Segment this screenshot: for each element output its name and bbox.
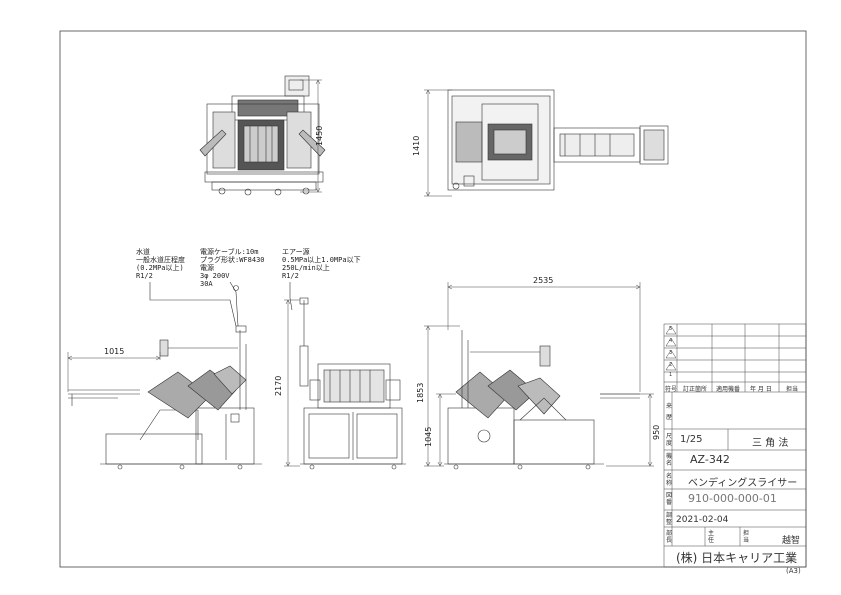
dim-overall-width-label: 2535 xyxy=(533,276,554,285)
dim-total-height xyxy=(284,299,300,467)
charge-name: 越智 xyxy=(782,536,801,546)
dim-total-height-label: 2170 xyxy=(274,375,283,396)
machine-name: ベンディングスライサー xyxy=(688,478,798,489)
dim-height-right xyxy=(600,393,654,467)
title-block-grid xyxy=(663,323,807,568)
name-label: 名 称 xyxy=(666,473,673,487)
dim-height-mid-label: 1853 xyxy=(416,382,425,403)
dim-height-mid xyxy=(424,325,460,467)
revision-header-symbol: 符号 xyxy=(665,386,678,393)
dim-height-lower-label: 1045 xyxy=(424,426,433,447)
scale-label: 尺 度 xyxy=(666,433,673,447)
dim-top-depth-label: 1410 xyxy=(412,135,421,156)
drawing-date: 2021-02-04 xyxy=(676,515,729,525)
plan-view xyxy=(447,89,669,191)
chief-label: 主 任 xyxy=(708,530,715,544)
sheet-size: (A3) xyxy=(786,567,801,575)
model-label: 機 名 xyxy=(666,453,673,467)
dim-height-right-label: 950 xyxy=(652,424,661,440)
dim-top-height-label: 1450 xyxy=(315,125,324,146)
revision-symbol-1: 1 xyxy=(669,372,673,378)
dim-overall-width xyxy=(447,282,641,392)
revision-symbol-3: 3 xyxy=(669,350,673,356)
projection-method: 三 角 法 xyxy=(752,438,789,449)
utility-lines xyxy=(149,281,293,327)
left-side-view xyxy=(68,325,262,470)
company-name: (株) 日本キャリア工業 xyxy=(676,551,798,565)
dept-label: 部 長 xyxy=(666,530,673,544)
revision-header-date: 年 月 日 xyxy=(750,386,772,393)
dim-arm-reach-label: 1015 xyxy=(104,347,125,356)
front-view xyxy=(199,75,326,196)
right-side-view xyxy=(444,330,640,470)
revision-symbol-5: 5 xyxy=(669,326,673,332)
dim-arm-reach xyxy=(67,352,161,392)
dim-height-lower xyxy=(436,393,456,467)
revision-header-charge: 担当 xyxy=(786,386,799,393)
revision-symbol-2: 2 xyxy=(669,362,673,368)
dim-top-height xyxy=(300,79,322,193)
note-water: 水道 一般水道圧程度 (0.2MPa以上) R1/2 xyxy=(136,248,185,280)
model-number: AZ-342 xyxy=(690,453,730,466)
charge-label: 担 当 xyxy=(743,530,750,544)
revision-header-machine: 適用機番 xyxy=(716,386,741,393)
note-air: エアー源 0.5MPa以上1.0MPa以下 250L/min以上 R1/2 xyxy=(282,248,361,280)
center-front-view xyxy=(299,297,406,470)
sheet-border xyxy=(59,30,807,568)
drawing-number: 910-000-000-01 xyxy=(688,492,777,505)
date-label: 調 整 xyxy=(666,512,673,526)
revision-symbol-4: 4 xyxy=(669,338,673,344)
revision-header-location: 訂正箇所 xyxy=(683,386,708,393)
revision-triangles xyxy=(665,325,677,371)
dim-top-depth xyxy=(424,89,452,197)
scale-value: 1/25 xyxy=(680,434,703,445)
drawing-no-label: 図 番 xyxy=(666,492,673,506)
history-label: 来 歴 xyxy=(666,403,673,421)
note-power: 電源ケーブル:10m プラグ形状:WF8430 電源 3φ 200V 30A xyxy=(200,248,265,288)
